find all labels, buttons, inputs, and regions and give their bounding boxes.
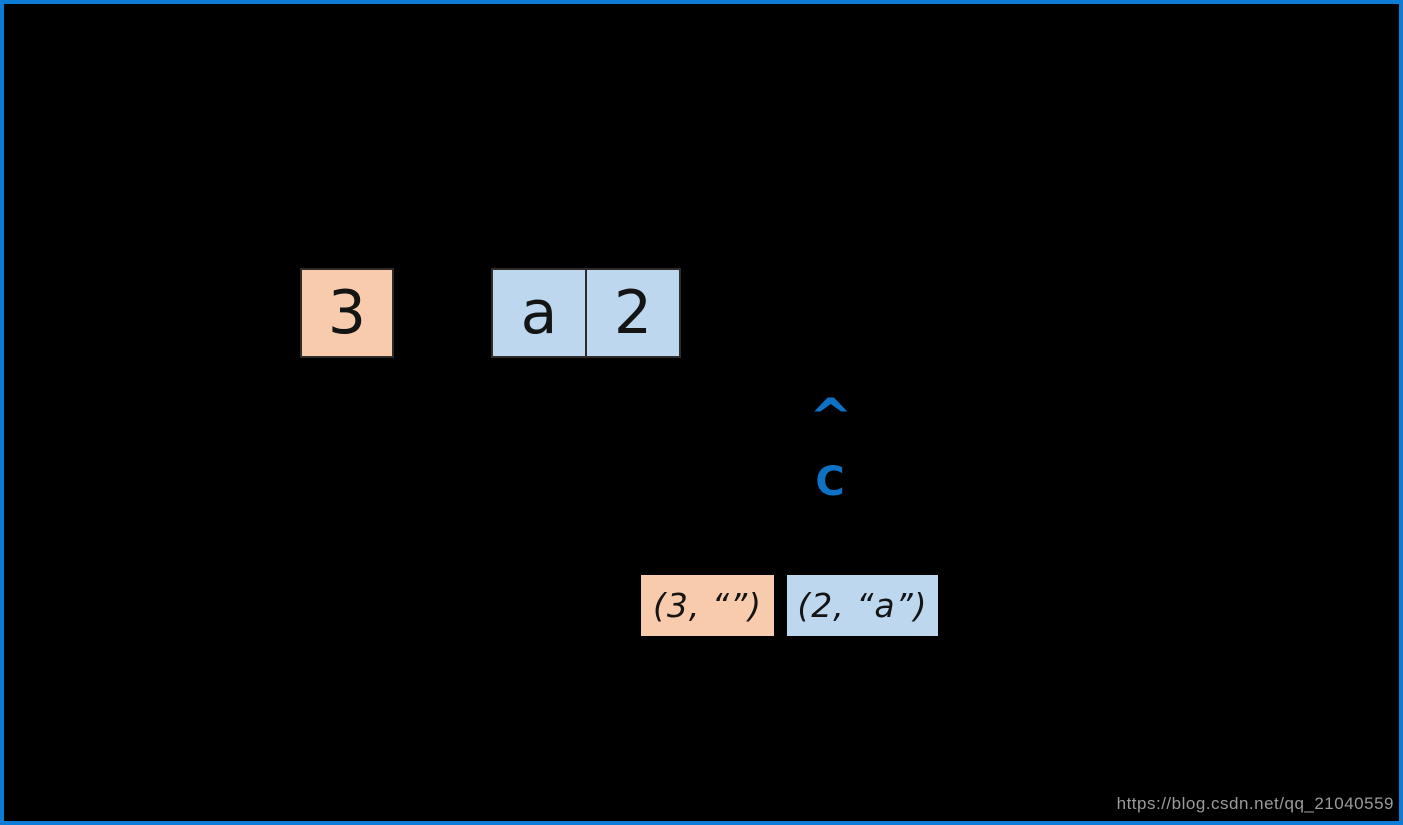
pair-cell-a: a — [520, 278, 558, 348]
orange-value-label: 3 — [327, 278, 367, 348]
diagram-canvas: 3 a 2 ^ C (3, “”) (2, “a”) https://blog.… — [4, 4, 1399, 821]
pair-cell-2: 2 — [585, 270, 679, 356]
c-symbol: C — [815, 459, 845, 505]
tuple-box-blue: (2, “a”) — [787, 575, 938, 636]
tuple-box-orange: (3, “”) — [641, 575, 774, 636]
blue-pair-box: a 2 — [491, 268, 681, 358]
tuple-blue-label: (2, “a”) — [797, 586, 928, 625]
watermark-url: https://blog.csdn.net/qq_21040559 — [1116, 794, 1394, 813]
orange-value-box: 3 — [300, 268, 394, 358]
caret-symbol: ^ — [809, 388, 853, 448]
tuple-orange-label: (3, “”) — [653, 586, 762, 625]
